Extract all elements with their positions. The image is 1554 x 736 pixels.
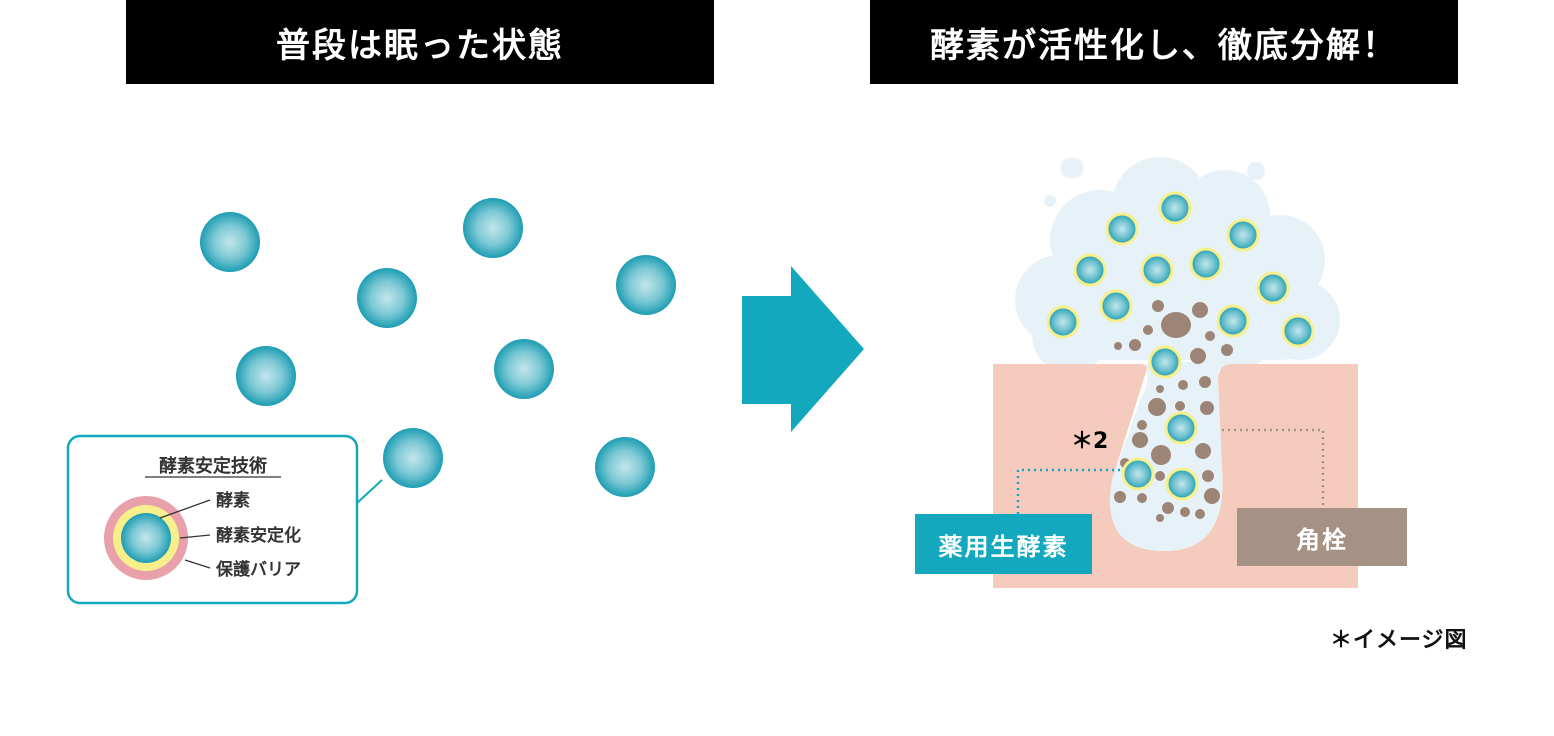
activated-enzyme bbox=[1189, 247, 1223, 281]
legend-connector bbox=[356, 479, 383, 504]
enzyme-sphere bbox=[494, 339, 554, 399]
enzyme-sphere bbox=[236, 346, 296, 406]
enzyme-label: 薬用生酵素 bbox=[915, 514, 1092, 574]
enzyme-sphere bbox=[463, 198, 523, 258]
arrow-right-icon bbox=[742, 266, 864, 432]
enzyme-sphere bbox=[383, 428, 443, 488]
activated-enzyme bbox=[1140, 253, 1174, 287]
header-activated-state: 酵素が活性化し、徹底分解！ bbox=[870, 0, 1458, 84]
keratin-plug-label: 角栓 bbox=[1237, 508, 1407, 566]
activated-enzyme bbox=[1281, 314, 1315, 348]
activated-enzyme bbox=[1046, 305, 1080, 339]
enzyme-sphere bbox=[616, 255, 676, 315]
legend-label-barrier: 保護バリア bbox=[215, 559, 301, 580]
activated-enzyme bbox=[1226, 218, 1260, 252]
activated-enzyme bbox=[1165, 467, 1199, 501]
legend-title: 酵素安定技術 bbox=[159, 455, 267, 477]
sleeping-enzymes bbox=[200, 198, 676, 497]
enzyme-sphere bbox=[595, 437, 655, 497]
activated-enzyme bbox=[1148, 345, 1182, 379]
leader-barrier bbox=[184, 559, 211, 569]
enzyme-label-connector bbox=[1016, 468, 1120, 514]
image-note: ＊イメージ図 bbox=[1330, 628, 1468, 653]
activated-enzyme bbox=[1158, 191, 1192, 225]
enzyme-sphere bbox=[357, 268, 417, 328]
activated-enzyme bbox=[1073, 253, 1107, 287]
keratin-plug-debris bbox=[1114, 300, 1233, 522]
activated-enzymes bbox=[1046, 191, 1315, 501]
activated-enzyme bbox=[1216, 304, 1250, 338]
stabilization-legend: 酵素安定技術 酵素 酵素安定化 保護バリア bbox=[66, 434, 383, 605]
footnote-reference: ＊2 bbox=[1071, 429, 1109, 454]
legend-label-enzyme: 酵素 bbox=[216, 490, 250, 511]
keratin-plug-label-text: 角栓 bbox=[1296, 525, 1348, 554]
activated-enzyme bbox=[1099, 289, 1133, 323]
enzyme-core bbox=[121, 513, 171, 563]
legend-label-stabilization: 酵素安定化 bbox=[216, 525, 301, 546]
enzyme-sphere bbox=[200, 212, 260, 272]
header-left-title: 普段は眠った状態 bbox=[276, 25, 564, 66]
header-right-title: 酵素が活性化し、徹底分解！ bbox=[930, 25, 1398, 66]
enzyme-label-text: 薬用生酵素 bbox=[938, 532, 1069, 561]
header-sleeping-state: 普段は眠った状態 bbox=[126, 0, 714, 84]
activated-enzyme bbox=[1105, 212, 1139, 246]
activated-enzyme bbox=[1121, 457, 1155, 491]
activated-enzyme bbox=[1164, 411, 1198, 445]
activated-enzyme bbox=[1256, 271, 1290, 305]
leader-enzyme bbox=[159, 499, 211, 519]
leader-stabilization bbox=[179, 534, 211, 539]
